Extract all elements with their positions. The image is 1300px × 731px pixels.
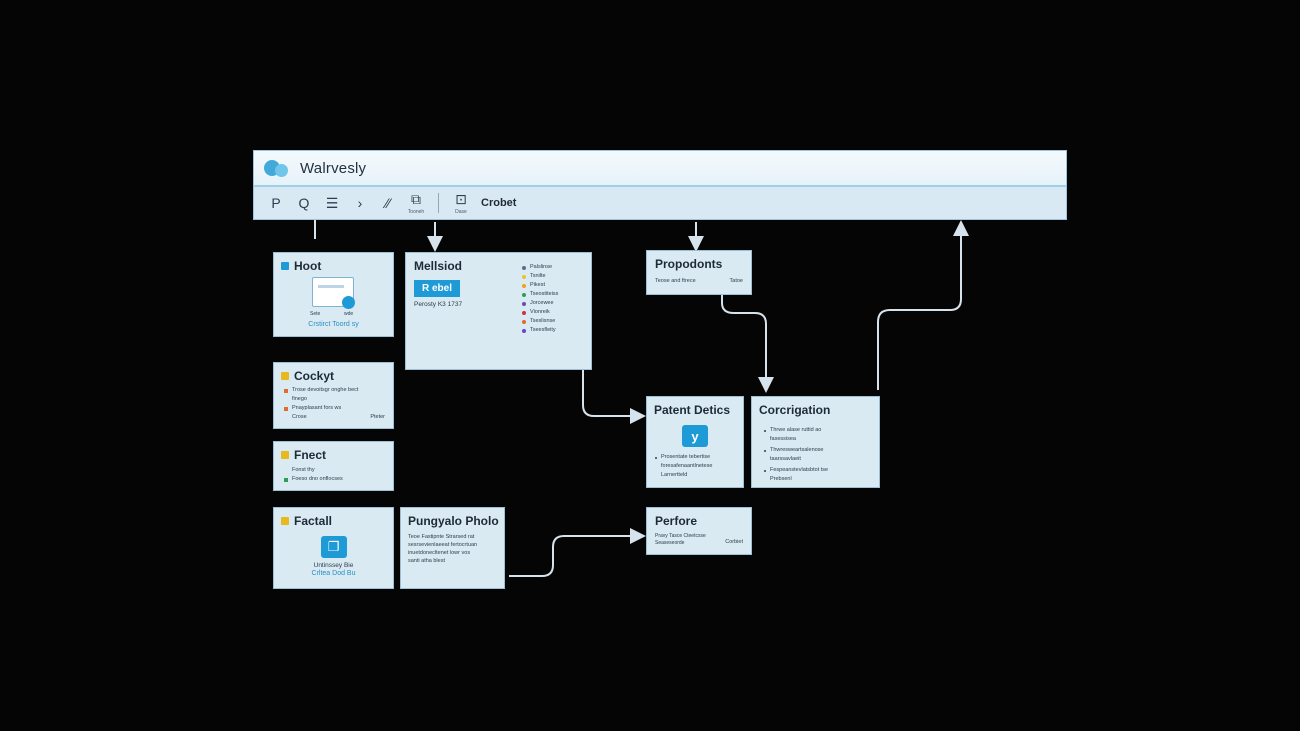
copy-icon[interactable]: ⧉ Tooneh bbox=[407, 191, 425, 215]
legend-item: Tsnilte bbox=[530, 273, 546, 279]
connector-pungate-perfore bbox=[509, 528, 646, 577]
menu-icon[interactable]: ☰ bbox=[325, 194, 339, 211]
card-cockpit[interactable]: Cockyt Trose devoitsgr onghe bect finego… bbox=[273, 362, 394, 429]
legend-item: Palslinse bbox=[530, 264, 553, 270]
config-line: Fespeanstevlatsbtot tse bbox=[770, 467, 829, 473]
layers-icon: ❐ bbox=[320, 536, 347, 558]
cockpit-line: Trose devoitsgr onghe bect bbox=[292, 387, 359, 393]
slash-icon[interactable]: ⁄⁄ bbox=[385, 195, 391, 211]
app-title: Walrvesly bbox=[300, 159, 367, 177]
card-title: Patent Detics bbox=[654, 403, 731, 417]
legend-item: Tseesfleity bbox=[530, 327, 556, 333]
card-title: Pungyalo Pholo bbox=[408, 514, 499, 528]
perfore-action[interactable]: Corbiet bbox=[725, 539, 743, 545]
card-mellsion[interactable]: Mellsiod R ebel Perosty K3 1737 Palslins… bbox=[405, 252, 592, 370]
fnect-line: Foeso dno onflocses bbox=[292, 476, 343, 482]
pungate-line: inuetdonecltenet lowr vos bbox=[408, 550, 471, 556]
cockpit-line: Crose bbox=[292, 414, 307, 420]
pungate-line: santi atha blest bbox=[408, 558, 445, 564]
mellsion-sub: Perosty K3 1737 bbox=[414, 301, 463, 308]
frame-icon[interactable]: ⊡ Dase bbox=[455, 191, 467, 215]
card-title: Mellsiod bbox=[414, 259, 463, 273]
config-line: Thwresweartsalenose bbox=[770, 447, 824, 453]
hoot-right-label: wde bbox=[344, 311, 354, 317]
toolbar: P Q ☰ › ⁄⁄ ⧉ Tooneh ⊡ Dase Crobet bbox=[254, 187, 1066, 219]
perfore-sub: Pravy Tasce Cteetcsse bbox=[655, 533, 706, 539]
square-icon bbox=[281, 451, 289, 459]
factall-link[interactable]: Crltea Dod Bu bbox=[311, 570, 356, 577]
page-icon[interactable]: P bbox=[271, 195, 281, 211]
legend-item: Tseslisnse bbox=[530, 318, 556, 324]
patient-line: foresafenaantlnetese bbox=[661, 463, 713, 469]
card-corcrigation[interactable]: Corcrigation Thrwe alase ruttid ao fases… bbox=[751, 396, 880, 488]
patient-line: Larnertteld bbox=[661, 472, 688, 478]
connector-configuration-toolbar bbox=[877, 220, 969, 390]
card-fnect[interactable]: Fnect Fonst thy Foeso dno onflocses bbox=[273, 441, 394, 491]
mellsion-badge[interactable]: R ebel bbox=[414, 280, 461, 297]
card-title: Corcrigation bbox=[759, 403, 831, 417]
title-bar: Walrvesly bbox=[254, 151, 1066, 187]
config-line: taarssavlaeit bbox=[770, 456, 801, 462]
square-icon bbox=[281, 517, 289, 525]
app-window: Walrvesly P Q ☰ › ⁄⁄ ⧉ Tooneh ⊡ Dase Cro… bbox=[253, 150, 1067, 220]
card-title: Propodonts bbox=[655, 257, 723, 271]
card-title: Hoot bbox=[294, 259, 322, 273]
card-title: Factall bbox=[294, 514, 333, 528]
card-title: Perfore bbox=[655, 514, 698, 528]
legend-item: Jorcewee bbox=[530, 300, 554, 306]
cockpit-line: Pnayplasant fors ws bbox=[292, 405, 342, 411]
fnect-line: Fonst thy bbox=[292, 467, 315, 473]
card-title: Cockyt bbox=[294, 369, 335, 383]
config-line: fasessisea bbox=[770, 436, 796, 442]
connector-mellsion-patient bbox=[582, 370, 646, 424]
card-pungyalo-pholo[interactable]: Pungyalo Pholo Teoe Fastipnte Strarsed r… bbox=[400, 507, 505, 589]
cockpit-line: finego bbox=[292, 396, 307, 402]
cockpit-line: Pteter bbox=[370, 414, 385, 420]
chevron-right-icon[interactable]: › bbox=[357, 195, 363, 211]
pungate-line: Teoe Fastipnte Strarsed rat bbox=[408, 534, 475, 540]
propodonts-sub-right: Tatoe bbox=[729, 278, 743, 284]
legend-item: Tseostiteiss bbox=[530, 291, 559, 297]
toolbar-separator bbox=[438, 193, 439, 213]
factall-line: Untinssey Bie bbox=[313, 562, 354, 569]
config-line: Thrwe alase ruttid ao bbox=[770, 427, 822, 433]
perfore-sub: Seaseseorde bbox=[655, 540, 685, 546]
copy-sub-label: Tooneh bbox=[407, 209, 425, 215]
app-logo-icon bbox=[264, 157, 292, 179]
square-icon bbox=[281, 262, 289, 270]
card-title: Fnect bbox=[294, 448, 327, 462]
patient-line: Prosentate tebertise bbox=[661, 454, 711, 460]
patient-icon: y bbox=[682, 425, 708, 447]
toolbar-label-button[interactable]: Crobet bbox=[481, 197, 517, 209]
square-icon bbox=[281, 372, 289, 380]
card-hoot[interactable]: Hoot Sete wde Crstirct Toord sy bbox=[273, 252, 394, 337]
connector-propulsions-configuration bbox=[721, 295, 774, 393]
card-factall[interactable]: Factall ❐ Untinssey Bie Crltea Dod Bu bbox=[273, 507, 394, 589]
card-patent-detics[interactable]: Patent Detics y Prosentate tebertise for… bbox=[646, 396, 744, 488]
pungate-line: sesrsevienlaeeat fertocrtuan bbox=[408, 542, 478, 548]
legend-item: Pikest bbox=[530, 282, 545, 288]
legend-item: Vionreik bbox=[530, 309, 550, 315]
browser-illustration-icon bbox=[312, 277, 358, 311]
card-propodonts[interactable]: Propodonts Teose and ftrece Tatoe bbox=[646, 250, 752, 295]
config-line: Prebsenl bbox=[770, 476, 792, 482]
hoot-link[interactable]: Crstirct Toord sy bbox=[308, 321, 359, 328]
propodonts-sub-left: Teose and ftrece bbox=[655, 278, 696, 284]
hoot-left-label: Sete bbox=[310, 311, 321, 317]
card-perfore[interactable]: Perfore Pravy Tasce Cteetcsse Seaseseord… bbox=[646, 507, 752, 555]
mellsion-legend: Palslinse Tsnilte Pikest Tseostiteiss Jo… bbox=[522, 263, 558, 335]
frame-sub-label: Dase bbox=[455, 209, 467, 215]
query-icon[interactable]: Q bbox=[298, 195, 310, 211]
